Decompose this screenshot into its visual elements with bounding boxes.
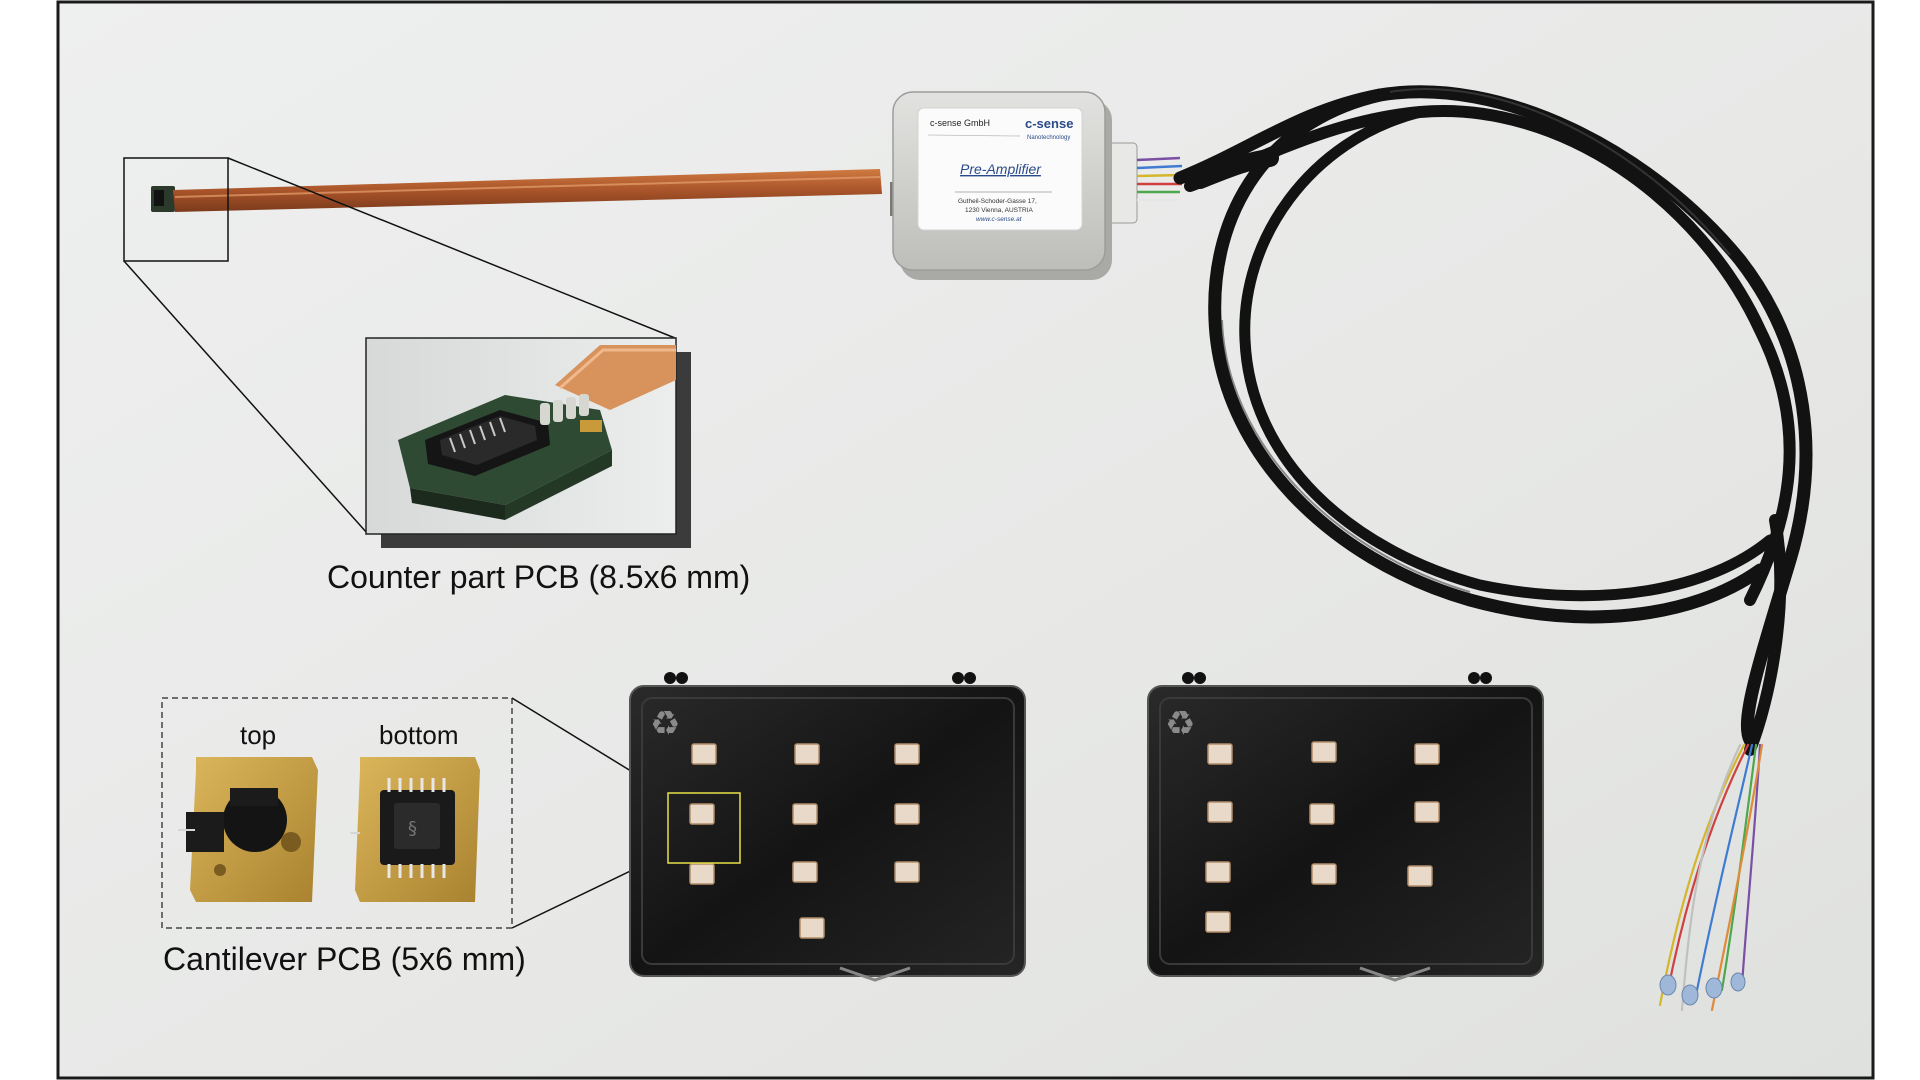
wire-ferrules <box>1659 972 1746 1006</box>
storage-case-left: ♻ <box>629 672 1026 982</box>
zoom-line <box>227 157 676 339</box>
pre-amplifier-box: c-sense GmbH c-sense Nanotechnology Pre-… <box>890 91 1183 280</box>
preamp-address-2: 1230 Vienna, AUSTRIA <box>965 207 1033 214</box>
cantilever-pcb-bottom: § <box>350 757 480 902</box>
counter-part-caption: Counter part PCB (8.5x6 mm) <box>327 559 751 595</box>
cantilever-chips-left <box>689 743 920 939</box>
cantilever-chips-right <box>1205 741 1440 933</box>
recycle-icon: ♻ <box>650 704 680 744</box>
chip-logo-icon: § <box>408 818 417 839</box>
preamp-brand: c-sense <box>1025 116 1073 131</box>
copper-flex-highlight <box>174 176 881 198</box>
zoom-line <box>123 260 368 534</box>
preamp-website: www.c-sense.at <box>976 216 1023 223</box>
cantilever-inset-box <box>161 697 513 929</box>
counter-part-inset <box>365 337 691 548</box>
copper-flex-cable <box>173 169 882 212</box>
photo-frame <box>56 0 1875 1080</box>
bottom-view-label: bottom <box>379 720 459 750</box>
preamp-address-1: Gutheil-Schoder-Gasse 17, <box>958 198 1037 205</box>
zoom-box-counter-part <box>123 157 229 262</box>
recycle-icon: ♻ <box>1165 704 1195 744</box>
storage-case-right: ♻ <box>1147 672 1544 982</box>
counter-part-pcb-small <box>151 186 175 212</box>
cantilever-pcb-top <box>178 757 318 902</box>
preamp-company: c-sense GmbH <box>930 118 990 128</box>
selected-chip-highlight <box>667 792 741 864</box>
preamp-product: Pre-Amplifier <box>960 161 1042 177</box>
top-view-label: top <box>240 720 277 750</box>
cantilever-caption: Cantilever PCB (5x6 mm) <box>163 941 526 977</box>
cable-highlight <box>1221 88 1731 593</box>
black-cable <box>1173 85 1813 756</box>
preamp-brand-tag: Nanotechnology <box>1027 135 1070 141</box>
